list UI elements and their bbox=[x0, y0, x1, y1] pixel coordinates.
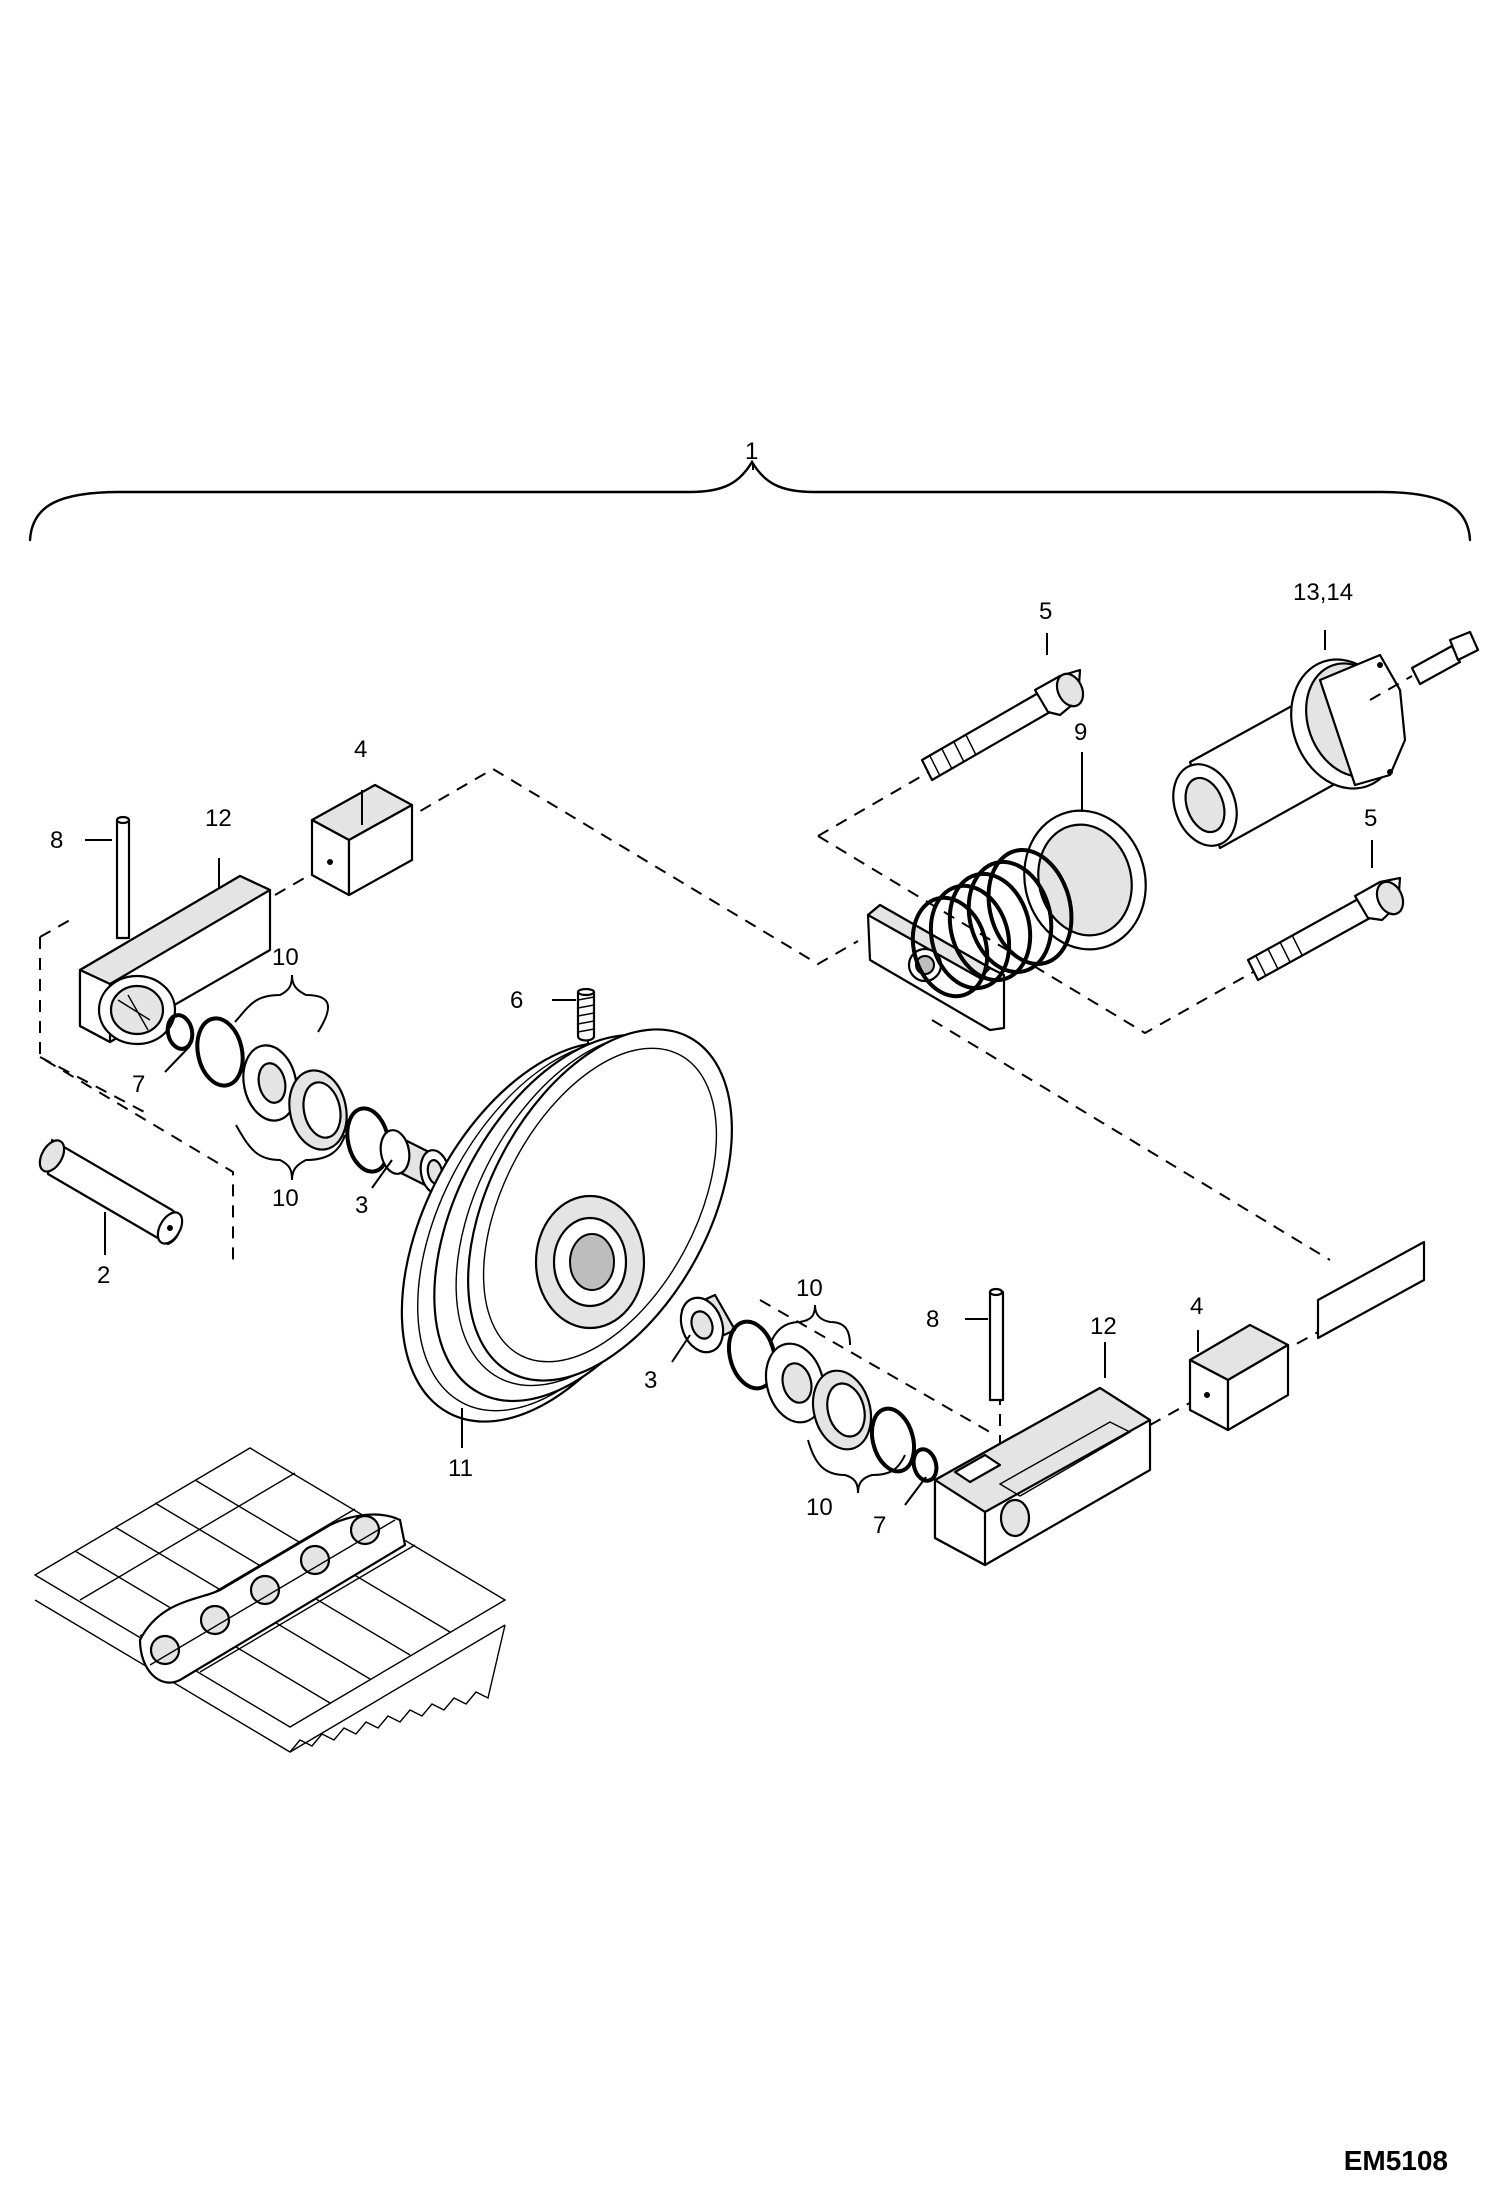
bolt-lower bbox=[1246, 876, 1405, 982]
callout-3-left: 3 bbox=[355, 1192, 368, 1219]
callout-4-left: 4 bbox=[354, 736, 367, 763]
bracket-left bbox=[78, 874, 272, 1046]
seal-stack-left bbox=[165, 1013, 391, 1174]
callout-13-14: 13,14 bbox=[1293, 579, 1353, 606]
callout-12-right: 12 bbox=[1090, 1313, 1117, 1340]
drawing-reference: EM5108 bbox=[1344, 2145, 1448, 2176]
bushing-right bbox=[679, 1293, 737, 1354]
bracket-right bbox=[933, 1386, 1152, 1567]
idler-wheel bbox=[400, 1028, 733, 1423]
plug bbox=[576, 987, 596, 1042]
callout-1: 1 bbox=[745, 438, 758, 465]
callout-12-left: 12 bbox=[205, 805, 232, 832]
callout-10-left-lower: 10 bbox=[272, 1185, 299, 1212]
callout-labels: 1 2 3 3 4 4 5 5 6 7 7 8 8 9 10 10 10 10 … bbox=[50, 438, 1377, 1539]
callout-8-right: 8 bbox=[926, 1306, 939, 1333]
callout-8-left: 8 bbox=[50, 827, 63, 854]
assembly-brace bbox=[28, 459, 1472, 542]
bushing-left bbox=[379, 1129, 451, 1195]
callout-5-lower: 5 bbox=[1364, 805, 1377, 832]
callout-6: 6 bbox=[510, 987, 523, 1014]
callout-11: 11 bbox=[448, 1455, 473, 1482]
callout-4-right: 4 bbox=[1190, 1293, 1203, 1320]
pin-shaft bbox=[38, 1138, 184, 1246]
callout-2: 2 bbox=[97, 1262, 110, 1289]
callout-10-right-upper: 10 bbox=[796, 1275, 823, 1302]
roll-pin-right bbox=[988, 1287, 1005, 1402]
track-chain-inset bbox=[33, 1447, 507, 1753]
seal-stack-right bbox=[726, 1319, 939, 1483]
bolt-upper bbox=[920, 668, 1085, 782]
grease-fitting bbox=[1369, 630, 1480, 701]
callout-7-left: 7 bbox=[132, 1071, 145, 1098]
leader-lines bbox=[85, 463, 1373, 1506]
callout-10-left-upper: 10 bbox=[272, 944, 299, 971]
callout-10-right-lower: 10 bbox=[806, 1494, 833, 1521]
callout-7-right: 7 bbox=[873, 1512, 886, 1539]
spring-assembly bbox=[866, 809, 1147, 1032]
callout-3-right: 3 bbox=[644, 1367, 657, 1394]
roll-pin-left bbox=[115, 815, 131, 940]
callout-5-upper: 5 bbox=[1039, 598, 1052, 625]
tension-cylinder bbox=[1172, 653, 1407, 850]
block-right bbox=[1188, 1323, 1290, 1432]
pipe-stub bbox=[1316, 1240, 1426, 1340]
callout-9: 9 bbox=[1074, 719, 1087, 746]
